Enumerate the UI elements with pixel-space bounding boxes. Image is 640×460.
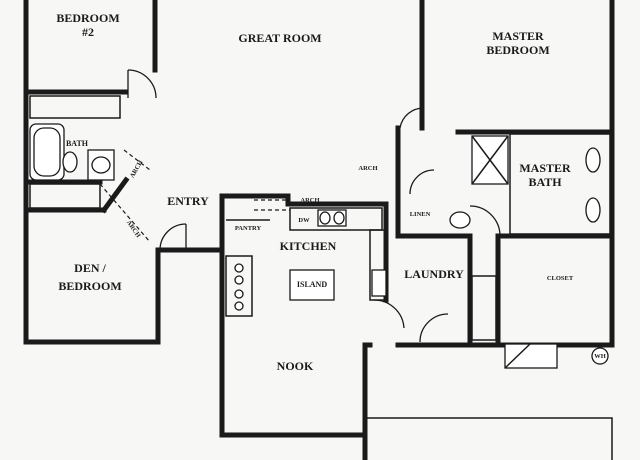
arch-hall-label-1: ARCH	[129, 159, 145, 179]
bedroom2-label: BEDROOM	[56, 11, 119, 25]
great-room-label: GREAT ROOM	[238, 31, 321, 45]
arch-great-room-label: ARCH	[358, 165, 377, 172]
bedroom2-number: #2	[82, 25, 94, 39]
master-bedroom-label-2: BEDROOM	[486, 43, 549, 57]
master-bath-label-2: BATH	[528, 175, 562, 189]
fixtures	[29, 95, 611, 369]
pantry-label: PANTRY	[235, 225, 262, 232]
laundry-label: LAUNDRY	[404, 267, 464, 281]
den-label: DEN /	[74, 261, 106, 275]
kitchen-label: KITCHEN	[280, 239, 337, 253]
arch-kitchen-label: ARCH	[300, 197, 319, 204]
island-label: ISLAND	[297, 280, 327, 289]
master-bedroom-label: MASTER	[492, 29, 544, 43]
bath-label: BATH	[66, 139, 89, 148]
dishwasher-label: DW	[298, 217, 310, 224]
linen-label: LINEN	[410, 211, 431, 218]
master-bath-label: MASTER	[519, 161, 571, 175]
nook-label: NOOK	[277, 359, 314, 373]
room-labels: BEDROOM #2 GREAT ROOM MASTER BEDROOM BAT…	[56, 11, 574, 373]
entry-label: ENTRY	[167, 194, 209, 208]
water-heater-label: WH	[594, 353, 606, 360]
closet-label: CLOSET	[547, 275, 574, 282]
annotations: ARCH ARCH ARCH ARCH DW WH	[125, 159, 606, 360]
doors	[99, 69, 501, 343]
den-label-2: BEDROOM	[58, 279, 121, 293]
